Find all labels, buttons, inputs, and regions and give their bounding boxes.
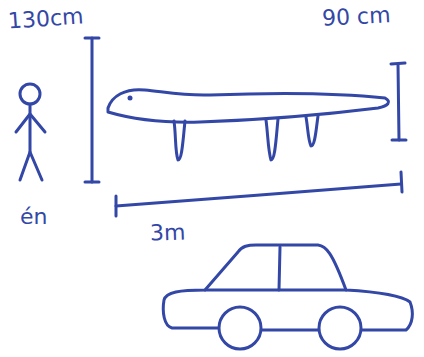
figure-head <box>20 84 40 104</box>
car-sill <box>262 329 318 332</box>
dimension-line <box>398 64 399 140</box>
dimension-cap <box>85 37 99 40</box>
car-wheel <box>219 307 261 349</box>
car <box>163 245 412 349</box>
dimension-cap <box>85 181 99 184</box>
lizard-leg <box>306 116 318 146</box>
stick-figure <box>16 84 45 180</box>
length-bar <box>116 172 402 216</box>
dimension-cap <box>115 196 118 216</box>
dimension-label: 3m <box>150 221 186 244</box>
dimension-cap <box>392 139 406 142</box>
lizard-leg <box>174 121 185 160</box>
figure-arms <box>16 114 45 132</box>
dimension-label: 130cm <box>7 5 84 32</box>
tail-height-bar <box>391 63 406 140</box>
dimension-line <box>91 38 94 182</box>
lizard-eye <box>128 96 133 101</box>
car-wheel <box>319 307 361 349</box>
dimension-label: 90 cm <box>321 4 391 30</box>
car-pillar <box>279 247 280 290</box>
lizard <box>108 90 389 160</box>
car-body <box>163 245 412 330</box>
car-beltline <box>205 289 346 292</box>
dimension-line <box>116 184 401 206</box>
dimension-label: én <box>20 206 47 228</box>
dimension-cap <box>401 172 402 192</box>
lizard-body <box>108 90 389 122</box>
figure-legs <box>20 152 42 180</box>
height-bar <box>85 38 99 182</box>
lizard-leg <box>266 119 278 160</box>
dimension-cap <box>391 63 405 64</box>
figure-body <box>29 104 32 152</box>
